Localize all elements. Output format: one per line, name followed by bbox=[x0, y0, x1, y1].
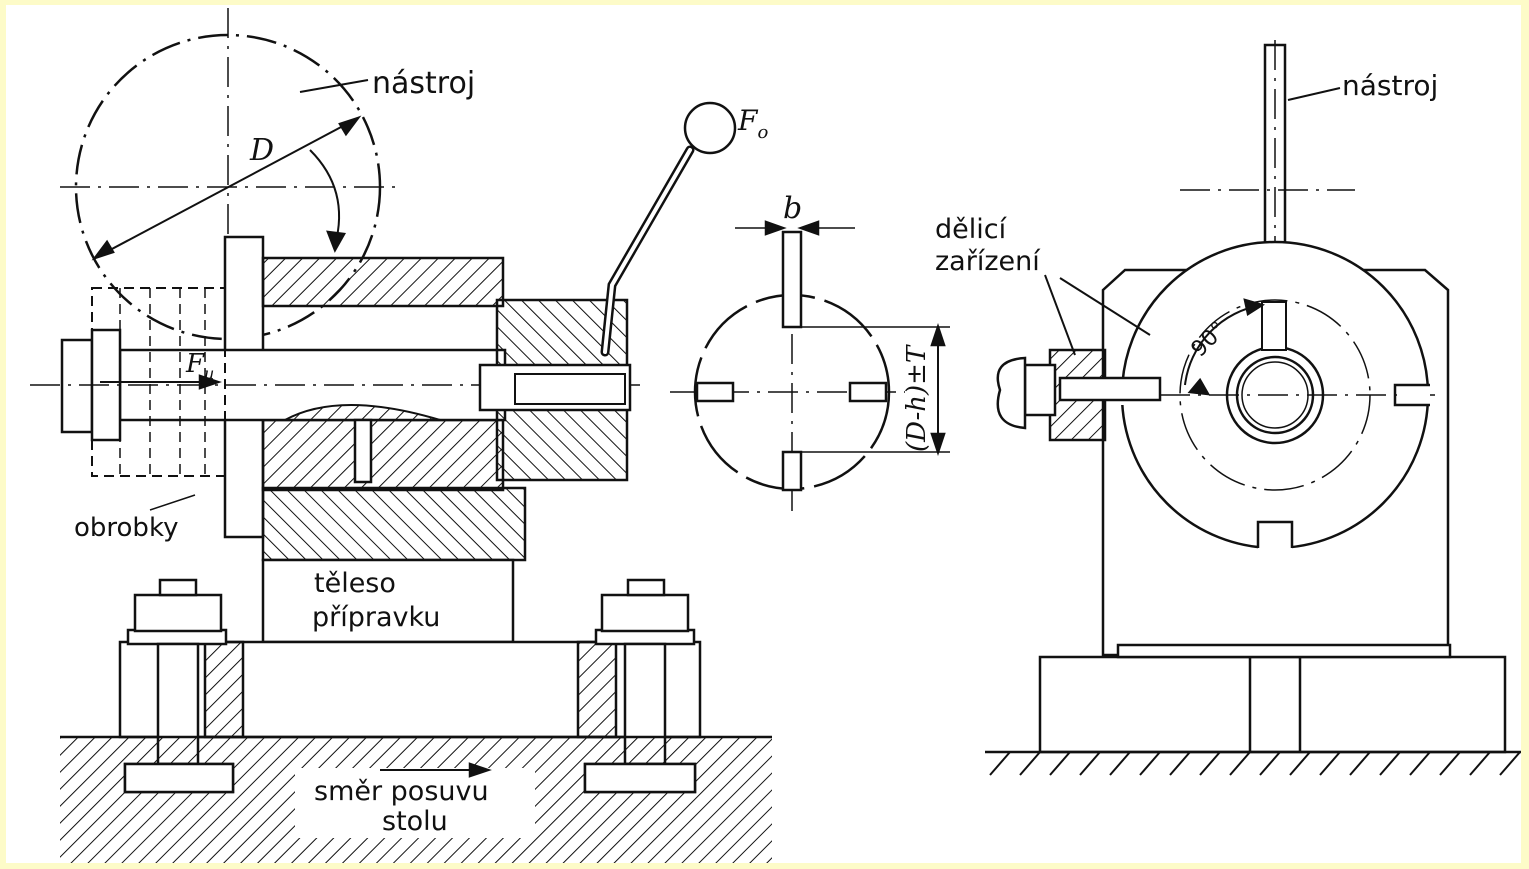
handle-force-label: Fo bbox=[737, 104, 768, 143]
technical-drawing: nástroj D Fo Fu obrobky těleso přípravku… bbox=[30, 8, 1521, 863]
ghost-workpieces bbox=[91, 287, 226, 477]
indexing-leader-b bbox=[1059, 277, 1151, 336]
tool-leader-right bbox=[1287, 87, 1341, 101]
slot-dimension-label: (D-h)±T bbox=[902, 344, 932, 452]
indexing-view bbox=[985, 40, 1521, 754]
slot-bottom bbox=[781, 450, 803, 492]
indexing-leader-a bbox=[1044, 274, 1076, 356]
workpieces-label: obrobky bbox=[74, 513, 178, 543]
slot-detail-view bbox=[670, 220, 950, 515]
indexing-label-2: zařízení bbox=[935, 246, 1041, 277]
indexing-label-1: dělicí bbox=[935, 214, 1008, 245]
tool-label-left: nástroj bbox=[372, 66, 475, 101]
slot-right bbox=[848, 381, 888, 403]
housing-top bbox=[261, 256, 505, 308]
fixture-block bbox=[261, 486, 527, 562]
index-plunger bbox=[996, 348, 1162, 442]
feed-label-1: směr posuvu bbox=[314, 776, 489, 807]
tool-leader-left bbox=[299, 79, 369, 93]
fixture-body-label-1: těleso bbox=[314, 568, 396, 599]
mandrel-nut bbox=[60, 338, 94, 434]
diameter-line bbox=[94, 117, 359, 259]
diameter-arrow-a bbox=[338, 115, 362, 137]
feed-label-2: stolu bbox=[382, 806, 448, 837]
ground-hatch bbox=[989, 751, 1521, 776]
diameter-label: D bbox=[249, 133, 274, 168]
housing-bottom bbox=[261, 418, 505, 492]
diameter-arrow-b bbox=[91, 239, 115, 261]
fixture-body-label-2: přípravku bbox=[312, 602, 440, 633]
fixture-body bbox=[261, 558, 515, 644]
locating-pin bbox=[353, 418, 373, 484]
lever-knob bbox=[683, 101, 737, 155]
drawing-frame: nástroj D Fo Fu obrobky těleso přípravku… bbox=[6, 5, 1521, 863]
slot-width-label: b bbox=[783, 191, 802, 226]
fixture-section-view bbox=[30, 8, 772, 863]
divider-base bbox=[1038, 655, 1507, 754]
axial-force-label: Fu bbox=[185, 349, 214, 383]
rotation-arrow bbox=[309, 149, 341, 246]
tool-label-right: nástroj bbox=[1342, 69, 1438, 102]
slot-left bbox=[695, 381, 735, 403]
slot-top bbox=[781, 230, 803, 329]
rotation-arrowhead bbox=[326, 230, 347, 253]
workpieces-leader bbox=[149, 494, 196, 511]
